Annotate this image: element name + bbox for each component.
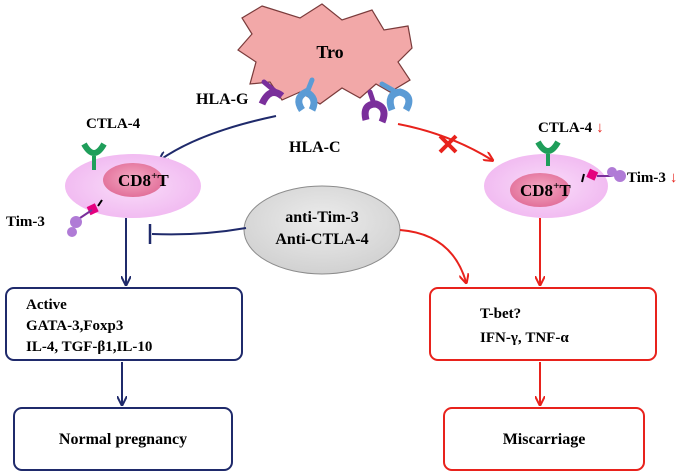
right-ctla4-receptor <box>535 140 561 166</box>
right-cell-suffix: T <box>559 181 571 200</box>
blocker-line1: anti-Tim-3 <box>285 209 358 226</box>
blocker-ellipse <box>243 185 401 275</box>
left-tim3-label: Tim-3 <box>6 214 45 230</box>
left-effects-line3: IL-4, TGF-β1,IL-10 <box>26 339 152 355</box>
hla-c-receptor-right <box>379 81 413 112</box>
left-cell-suffix: T <box>157 171 169 190</box>
left-cell-label: CD8 <box>118 171 151 190</box>
miscarriage-label: Miscarriage <box>503 431 586 448</box>
right-cell-sup: + <box>553 180 559 192</box>
right-tim3-label: Tim-3↓ <box>627 170 677 186</box>
right-effects-line2: IFN-γ, TNF-α <box>480 330 569 346</box>
right-effects-box <box>429 287 657 361</box>
blocker-inhibit-line <box>151 227 247 236</box>
right-tim3-receptor <box>581 167 626 183</box>
blocker-to-right-arrow <box>399 229 466 282</box>
right-tim3-down-arrow: ↓ <box>670 170 678 186</box>
hla-c-receptor-left <box>295 77 318 112</box>
blocker-line2: Anti-CTLA-4 <box>275 231 368 248</box>
normal-pregnancy-box <box>13 407 233 471</box>
right-cell-label: CD8 <box>520 181 553 200</box>
trophoblast-label: Tro <box>316 42 343 62</box>
miscarriage-box <box>443 407 645 471</box>
normal-pregnancy-label: Normal pregnancy <box>59 431 187 448</box>
svg-text:CD8+T: CD8+T <box>520 180 571 200</box>
right-effects-line1: T-bet? <box>480 306 521 322</box>
hla-g-receptor <box>258 79 285 106</box>
hla-g-label: HLA-G <box>196 91 249 108</box>
left-effects-line2: GATA-3,Foxp3 <box>26 318 123 334</box>
left-tim3-receptor <box>67 199 103 237</box>
left-ctla4-label: CTLA-4 <box>86 116 141 132</box>
left-cell-sup: + <box>151 170 157 182</box>
left-cd8-cell: CD8+T <box>65 154 201 218</box>
tro-to-left-cell-arrow <box>160 115 277 160</box>
left-ctla4-receptor <box>81 142 107 170</box>
left-effects-box <box>5 287 243 361</box>
blocked-x-icon <box>438 134 458 154</box>
right-ctla4-label: CTLA-4↓ <box>538 120 604 136</box>
svg-text:CD8+T: CD8+T <box>118 170 169 190</box>
right-ctla4-down-arrow: ↓ <box>596 120 604 136</box>
right-cd8-cell: CD8+T <box>484 154 608 218</box>
hla-g-receptor-right <box>361 89 388 124</box>
tro-to-right-cell-arrow <box>397 123 492 160</box>
left-effects-line1: Active <box>26 297 67 313</box>
hla-c-label: HLA-C <box>289 139 341 156</box>
